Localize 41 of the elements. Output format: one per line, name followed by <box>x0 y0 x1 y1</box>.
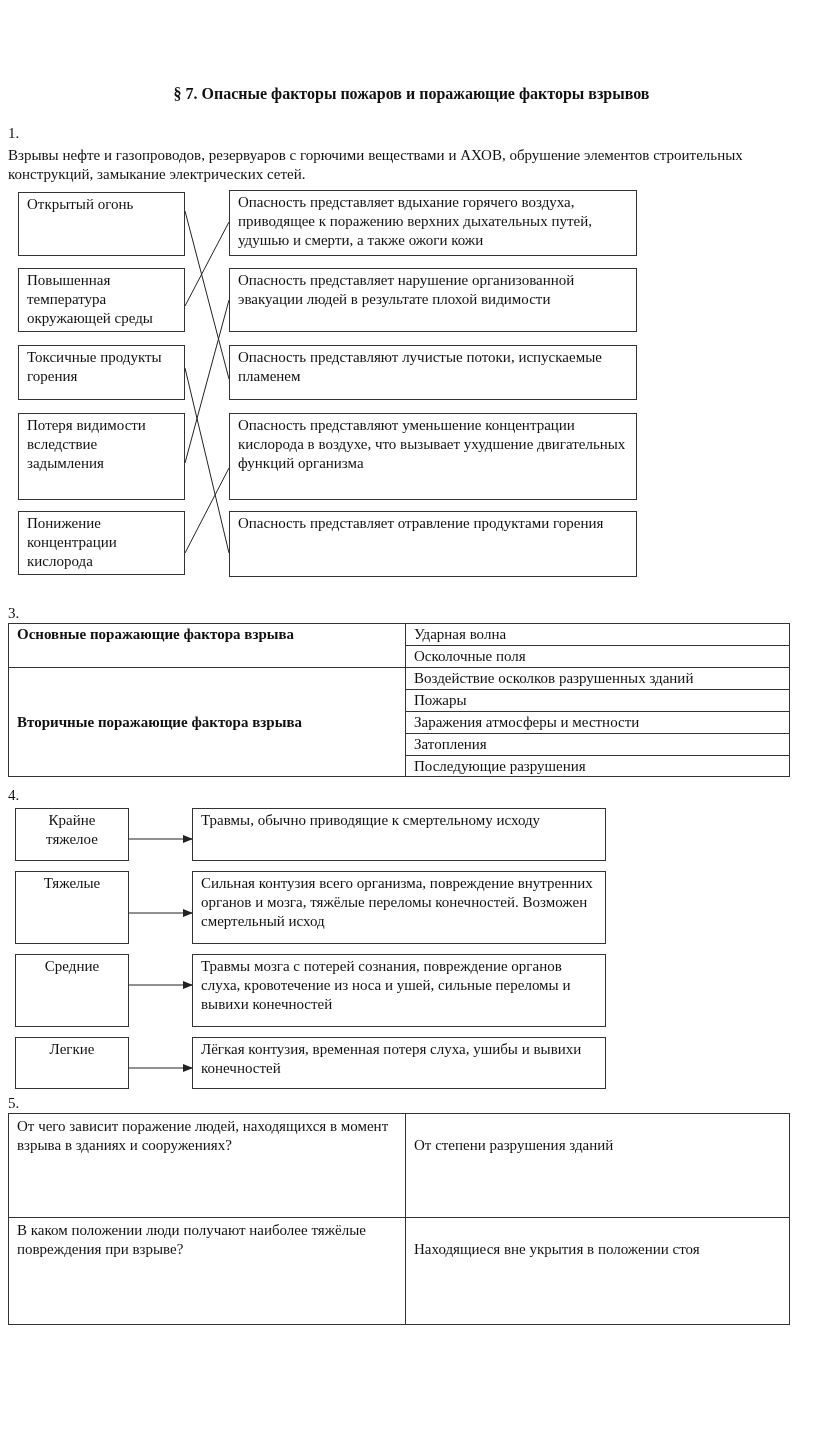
table-cell: Вторичные поражающие фактора взрыва <box>8 667 406 777</box>
injury-box: Травмы мозга с потерей сознания, повреждение органов слуха, кровотечение из носа и ушей, сильные переломы и вывихи конечностей <box>192 954 606 1027</box>
arrow <box>128 1064 193 1072</box>
table-cell: От степени разрушения зданий <box>405 1113 790 1218</box>
factor-box: Понижение концентрации кислорода <box>18 511 185 575</box>
table-cell: Ударная волна <box>405 623 790 646</box>
danger-box: Опасность представляет вдыхание горячего воздуха, приводящее к поражению верхних дыхательных путей, удушью и смерти, а также ожоги кожи <box>229 190 637 256</box>
table-cell: Основные поражающие фактора взрыва <box>8 623 406 668</box>
danger-box: Опасность представляют лучистые потоки, испускаемые пламенем <box>229 345 637 400</box>
factor-box: Потеря видимости вследствие задымления <box>18 413 185 500</box>
injury-box: Травмы, обычно приводящие к смертельному исходу <box>192 808 606 861</box>
factor-box: Токсичные продукты горения <box>18 345 185 400</box>
task-number: 4. <box>8 786 21 805</box>
connector-line <box>184 221 230 307</box>
severity-box: Легкие <box>15 1037 129 1089</box>
task-number: 3. <box>8 604 21 623</box>
connector-line <box>184 367 230 554</box>
severity-box: Тяжелые <box>15 871 129 944</box>
task-text: Взрывы нефте и газопроводов, резервуаров с горючими веществами и АХОВ, обрушение элементов строительных конструкций, замыкание электрических сетей. <box>8 146 744 184</box>
arrow <box>128 981 193 989</box>
injury-box: Сильная контузия всего организма, повреждение внутренних органов и мозга, тяжёлые переломы конечностей. Возможен смертельный исход <box>192 871 606 944</box>
injury-box: Лёгкая контузия, временная потеря слуха, ушибы и вывихи конечностей <box>192 1037 606 1089</box>
page-title: § 7. Опасные факторы пожаров и поражающие факторы взрывов <box>173 85 650 102</box>
connector-line <box>184 467 230 554</box>
task-number: 5. <box>8 1094 21 1113</box>
table-cell: Находящиеся вне укрытия в положении стоя <box>405 1217 790 1325</box>
table-cell: От чего зависит поражение людей, находящихся в момент взрыва в зданиях и сооружениях? <box>8 1113 406 1218</box>
connector-line <box>184 299 230 464</box>
factor-box: Открытый огонь <box>18 192 185 256</box>
task-number: 1. <box>8 124 21 143</box>
arrow <box>128 909 193 917</box>
arrow <box>128 835 193 843</box>
danger-box: Опасность представляет нарушение организованной эвакуации людей в результате плохой видимости <box>229 268 637 332</box>
connector-line <box>184 210 230 380</box>
severity-box: Средние <box>15 954 129 1027</box>
severity-box: Крайне тяжелое <box>15 808 129 861</box>
table-cell: В каком положении люди получают наиболее тяжёлые повреждения при взрыве? <box>8 1217 406 1325</box>
factor-box: Повышенная температура окружающей среды <box>18 268 185 332</box>
danger-box: Опасность представляют уменьшение концентрации кислорода в воздухе, что вызывает ухудшение двигательных функций организма <box>229 413 637 500</box>
table-cell: Последующие разрушения <box>405 755 790 777</box>
danger-box: Опасность представляет отравление продуктами горения <box>229 511 637 577</box>
